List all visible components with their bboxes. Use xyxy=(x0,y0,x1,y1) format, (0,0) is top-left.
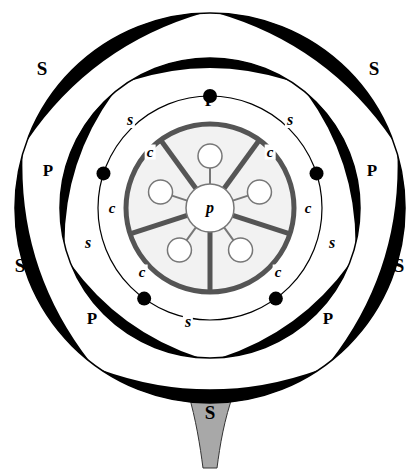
stamen-dot xyxy=(96,166,110,180)
carpel-septum xyxy=(208,232,213,292)
ovule-stalk xyxy=(224,227,233,240)
placenta-label: p xyxy=(204,200,216,216)
stamen-label: s xyxy=(183,314,193,330)
petal-label: P xyxy=(203,92,217,109)
stamen-label: s xyxy=(285,112,295,128)
flower-stalk xyxy=(188,392,234,468)
ovule-stalk xyxy=(186,227,195,240)
sepal-label: S xyxy=(35,59,50,78)
stamen-label: s xyxy=(327,235,337,251)
petal-label: P xyxy=(41,162,55,179)
stamen-dot xyxy=(269,292,283,306)
petal-shape xyxy=(131,58,290,81)
carpel-label: c xyxy=(145,145,156,160)
carpel-septum xyxy=(130,215,187,234)
placenta xyxy=(186,184,234,232)
sepal-label: S xyxy=(392,256,407,275)
corolla-outline xyxy=(60,58,360,358)
calyx-outline xyxy=(15,13,405,403)
petal-shape xyxy=(306,93,360,244)
carpel-label: c xyxy=(107,201,118,216)
petal-label: P xyxy=(321,310,335,327)
sepal-shape xyxy=(101,370,319,403)
ovule xyxy=(167,238,191,262)
carpel-label: c xyxy=(137,265,148,280)
carpel-label: c xyxy=(265,145,276,160)
stamen-label: s xyxy=(83,235,93,251)
carpel-label: c xyxy=(273,265,284,280)
petal-shape xyxy=(60,93,114,244)
petal-label: P xyxy=(85,310,99,327)
stamen-dot xyxy=(310,166,324,180)
stamen-dot xyxy=(137,292,151,306)
ovule xyxy=(198,144,222,168)
ovule xyxy=(229,238,253,262)
ovary-wall xyxy=(126,124,294,292)
sepal-label: S xyxy=(367,59,382,78)
stamen-ring xyxy=(98,96,322,320)
ovule-stalk xyxy=(233,196,248,201)
ovule-stalk xyxy=(209,168,211,184)
sepal-label: S xyxy=(13,256,28,275)
sepal-label: S xyxy=(203,403,218,422)
carpel-label: c xyxy=(303,201,314,216)
ovule xyxy=(149,180,173,204)
ovule xyxy=(247,180,271,204)
petal-label: P xyxy=(365,162,379,179)
stamen-label: s xyxy=(125,112,135,128)
ovule-stalk xyxy=(172,196,187,201)
carpel-septum xyxy=(233,215,290,234)
